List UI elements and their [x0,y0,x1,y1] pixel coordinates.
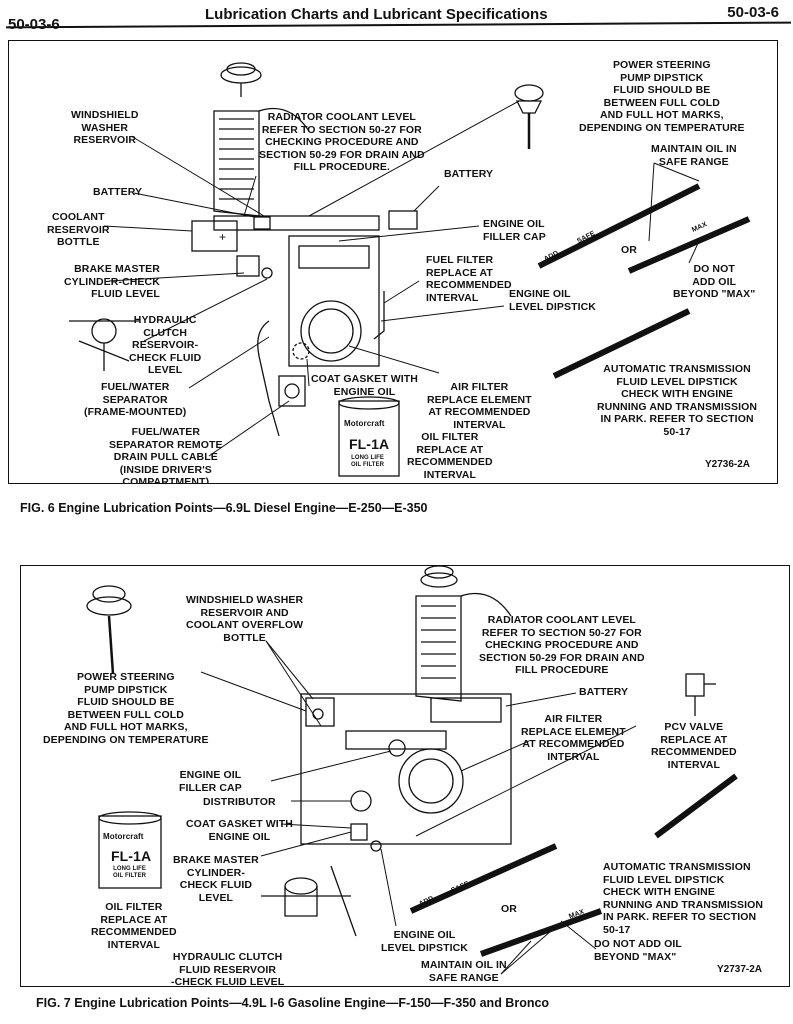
fig7-label-oil-filler-cap: ENGINE OIL FILLER CAP [179,769,242,794]
page-number-right: 50-03-6 [727,4,779,21]
fig7-hydraulic-clutch-icon [261,865,357,937]
fig6-label-do-not-add: DO NOT ADD OIL BEYOND "MAX" [673,263,756,301]
fig6-battery-tray [213,215,380,231]
fig6-coolant-reservoir-icon [191,220,238,252]
fig7-label-hydraulic-clutch: HYDRAULIC CLUTCH FLUID RESERVOIR -CHECK … [171,951,285,987]
fig7-label-washer-reservoir: WINDSHIELD WASHER RESERVOIR AND COOLANT … [186,594,304,644]
fig7-caption: FIG. 7 Engine Lubrication Points—4.9L I-… [36,996,550,1010]
fig7-filter-model: FL-1A [111,848,152,864]
fig6-caption: FIG. 6 Engine Lubrication Points—6.9L Di… [20,501,428,515]
fig6-hydraulic-clutch-icon [69,318,139,371]
fig7-distributor-icon [350,790,372,812]
fig6-label-washer-reservoir: WINDSHIELD WASHER RESERVOIR [71,109,139,147]
fig7-filter-subtext: LONG LIFE OIL FILTER [113,866,147,880]
fig6-label-coolant-reservoir: COOLANT RESERVOIR BOTTLE [47,211,110,249]
fig7-label-do-not-add: DO NOT ADD OIL BEYOND "MAX" [594,938,682,963]
fig6-label-oil-filler-cap: ENGINE OIL FILLER CAP [483,218,546,243]
fig6-label-or: OR [621,244,637,256]
fig7-radiator-icon [415,592,512,702]
svg-text:+: + [219,230,226,244]
fig7-illustration [86,566,738,975]
fig6-figure-code: Y2736-2A [705,459,751,470]
fig7-label-or: OR [501,903,517,915]
fig6-label-coat-gasket: COAT GASKET WITH ENGINE OIL [311,373,418,398]
fig6-label-maintain-oil: MAINTAIN OIL IN SAFE RANGE [651,143,737,168]
fig7-radiator-cap-icon [420,566,458,588]
fig6-filter-model: FL-1A [349,436,390,452]
fig7-oil-filler-cap-icon [388,739,406,757]
fig7-engine-oil-dipstick-lower-icon [479,908,603,957]
fig6-label-air-filter: AIR FILTER REPLACE ELEMENT AT RECOMMENDE… [427,381,532,431]
fig6-fuel-line [257,320,280,437]
fig7-label-maintain-oil: MAINTAIN OIL IN SAFE RANGE [421,959,507,984]
fig6-leader-lines [103,100,700,457]
fig7-label-engine-oil-dipstick: ENGINE OIL LEVEL DIPSTICK [381,929,468,954]
page-header-title: Lubrication Charts and Lubricant Specifi… [205,6,548,23]
fig7-pcv-valve-icon [685,673,716,716]
fig6-radiator-cap-icon [220,62,262,97]
fig6-label-power-steering: POWER STEERING PUMP DIPSTICK FLUID SHOUL… [579,59,745,134]
page-number-left: 50-03-6 [8,16,60,33]
fig7-label-auto-transmission: AUTOMATIC TRANSMISSION FLUID LEVEL DIPST… [603,861,764,936]
fig6-label-battery-right: BATTERY [444,168,494,180]
fig7-label-air-filter: AIR FILTER REPLACE ELEMENT AT RECOMMENDE… [521,713,626,763]
fig6-power-steering-dipstick-icon [514,84,544,149]
fig6-label-fuel-water-separator: FUEL/WATER SEPARATOR (FRAME-MOUNTED) [84,381,187,419]
fig6-label-oil-filter: OIL FILTER REPLACE AT RECOMMENDED INTERV… [407,431,493,481]
fig6-oil-filter-icon [338,396,400,477]
fig7-label-distributor: DISTRIBUTOR [203,796,276,808]
fig7-air-filter-icon [398,748,464,814]
fig7-figure-code: Y2737-2A [717,964,763,975]
fig6-air-filter-icon [300,300,362,362]
fig7-power-steering-dipstick-icon [86,585,132,675]
fig7-engine-block [300,693,512,845]
fig6-label-fuel-water-remote-drain: FUEL/WATER SEPARATOR REMOTE DRAIN PULL C… [109,426,223,484]
fig7-engine-oil-dipstick-upper-icon [409,843,558,914]
fig6-label-engine-oil-dipstick: ENGINE OIL LEVEL DIPSTICK [509,288,596,313]
figure-6-diesel-engine: + [8,40,778,484]
fig6-engine-block [288,235,380,367]
fig6-label-radiator-coolant: RADIATOR COOLANT LEVEL REFER TO SECTION … [259,111,425,174]
fig7-label-radiator-coolant: RADIATOR COOLANT LEVEL REFER TO SECTION … [479,614,645,677]
fig6-engine-oil-dipstick-left-icon [537,183,701,269]
fig7-washer-reservoir-icon [305,697,335,727]
fig7-leader-lines [200,640,637,975]
fig6-label-fuel-filter: FUEL FILTER REPLACE AT RECOMMENDED INTER… [426,254,512,304]
fig6-engine-oil-dipstick-right-icon [627,216,751,274]
fig6-fuel-water-separator-icon [278,375,306,407]
fig7-battery-icon [430,697,502,723]
fig7-label-brake-master: BRAKE MASTER CYLINDER- CHECK FLUID LEVEL [173,854,259,904]
fig6-label-auto-transmission: AUTOMATIC TRANSMISSION FLUID LEVEL DIPST… [597,363,758,438]
fig7-label-battery: BATTERY [579,686,629,698]
fig6-illustration: + [69,62,751,477]
fig7-label-pcv-valve: PCV VALVE REPLACE AT RECOMMENDED INTERVA… [651,721,737,771]
fig7-brake-master-icon [350,823,368,841]
fig6-label-battery-left: BATTERY [93,186,143,198]
fig7-label-power-steering: POWER STEERING PUMP DIPSTICK FLUID SHOUL… [43,671,209,746]
fig6-battery-right-icon [388,210,418,230]
fig7-label-oil-filter: OIL FILTER REPLACE AT RECOMMENDED INTERV… [91,901,177,951]
fig6-label-brake-master: BRAKE MASTER CYLINDER-CHECK FLUID LEVEL [64,263,160,301]
fig7-filter-brand: Motorcraft [103,832,144,841]
figure-7-gasoline-engine: WINDSHIELD WASHER RESERVOIR AND COOLANT … [20,565,790,987]
fig6-brake-master-icon [236,255,260,277]
fig6-filter-brand: Motorcraft [344,419,385,428]
fig7-transmission-dipstick-icon [654,773,738,839]
fig6-transmission-dipstick-icon [552,308,691,379]
fig7-oil-filter-icon [98,811,162,889]
fig7-label-coat-gasket: COAT GASKET WITH ENGINE OIL [186,818,293,843]
fig6-filter-subtext: LONG LIFE OIL FILTER [351,455,385,469]
fig6-label-hydraulic-clutch: HYDRAULIC CLUTCH RESERVOIR- CHECK FLUID … [129,314,202,377]
